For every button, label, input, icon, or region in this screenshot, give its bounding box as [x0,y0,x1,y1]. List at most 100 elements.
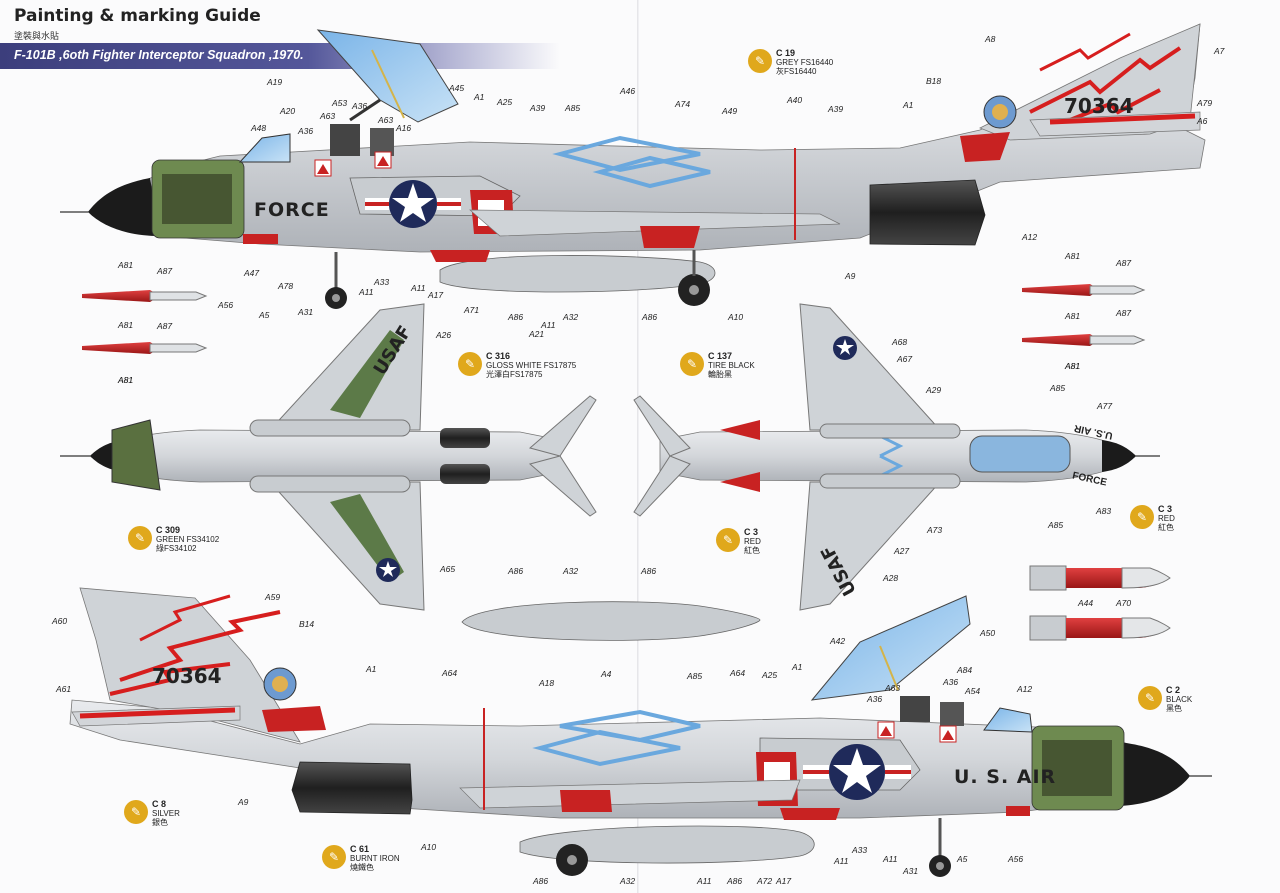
decal-callout-bottom: A54 [965,686,981,696]
paint-local-name: 紅色 [1158,523,1174,532]
paint-name: RED [1158,514,1175,523]
decal-callout-bottom: A61 [56,684,72,694]
paint-name: TIRE BLACK [708,361,755,370]
decal-callout-bottom: A60 [52,616,68,626]
missiles-left [82,290,208,354]
decal-callout-mid_right: A44 [1078,598,1094,608]
decal-callout-mid_right: A85 [1050,383,1066,393]
decal-callout-bottom: A42 [830,636,846,646]
decal-callout-bottom: A1 [366,664,377,674]
decal-callout-bottom: A12 [1017,684,1033,694]
decal-callout-top: A5 [259,310,270,320]
decal-callout-top: A45 [449,83,465,93]
paint-name: RED [744,537,761,546]
paint-brush-icon: ✎ [1138,686,1162,710]
decal-callout-bottom: A11 [883,854,898,864]
paint-code: C 3 [744,527,759,537]
decal-callout-top: A33 [374,277,390,287]
decal-callout-bottom: A86 [727,876,743,886]
paint-brush-icon: ✎ [124,800,148,824]
decal-callout-bottom: A36 [867,694,883,704]
decal-callout-mid_right: A85 [1048,520,1064,530]
paint-local-name: 紅色 [744,546,760,555]
decal-callout-bottom: A1 [792,662,803,672]
decal-callout-top: A47 [244,268,260,278]
decal-callout-bottom: A50 [980,628,996,638]
page-subtitle: 塗裝與水貼 [14,31,60,41]
decal-callout-top: A9 [845,271,856,281]
missiles-right [1022,284,1146,346]
decal-callout-top: A1 [903,100,914,110]
decal-callout-mid_right: A27 [894,546,910,556]
decal-callout-mid_left: A65 [440,564,456,574]
decal-callout-bottom: A11 [697,876,712,886]
decal-callout-top: A63 [320,111,336,121]
paint-local-name: 黑色 [1166,704,1182,713]
paint-local-name: 燒鐵色 [350,863,374,872]
decal-callout-mid_right: A73 [927,525,943,535]
decal-callout-tank: A86 [508,566,524,576]
plan-view-top [60,303,597,611]
paint-brush-icon: ✎ [1130,505,1154,529]
paint-local-name: 光澤白FS17875 [486,370,543,379]
decal-callout-bottom: B14 [299,619,315,629]
decal-callout-bottom: A18 [539,678,555,688]
banner-bar [0,43,560,69]
decal-callout-top: A11 [359,287,374,297]
decal-callout-mid_right: A77 [1097,401,1113,411]
decal-callout-tank: A32 [563,566,579,576]
paint-code: C 137 [708,351,733,361]
decal-callout-mid_left: A81 [118,260,134,270]
decal-callout-top: A1 [474,92,485,102]
decal-callout-top: A11 [541,320,556,330]
banner-text: F-101B ,6oth Fighter Interceptor Squadro… [14,48,304,62]
decal-callout-mid_right: A81 [1065,361,1081,371]
decal-callout-top: A8 [985,34,996,44]
paint-code: C 2 [1166,685,1181,695]
decal-callout-top: A10 [728,312,744,322]
decal-callout-top: A39 [530,103,546,113]
decal-callout-mid_right: A68 [892,337,908,347]
paint-code: C 61 [350,844,370,854]
decal-callout-top: A21 [529,329,545,339]
paint-name: SILVER [152,809,180,818]
decal-callout-top: A48 [251,123,267,133]
decal-callout-mid_left: A81 [118,320,134,330]
drop-tank [461,601,761,641]
paint-code: C 8 [152,799,167,809]
decal-callout-top: A85 [565,103,581,113]
page-title: Painting & marking Guide [14,6,261,26]
paint-brush-icon: ✎ [748,49,772,73]
decal-callout-bottom: A36 [943,677,959,687]
decal-callout-bottom: A33 [852,845,868,855]
decal-callout-bottom: A10 [421,842,437,852]
paint-brush-icon: ✎ [716,528,740,552]
decal-callout-top: A40 [787,95,803,105]
decal-callout-mid_right: A81 [1065,251,1081,261]
decal-callout-bottom: A59 [265,592,281,602]
decal-callout-bottom: A31 [903,866,919,876]
usair-marking: U. S. AIR [954,766,1057,788]
paint-brush-icon: ✎ [322,845,346,869]
decal-callout-bottom: A11 [834,856,849,866]
decal-callout-bottom: A64 [730,668,746,678]
decal-callout-mid_left: A87 [157,321,173,331]
paint-name: BURNT IRON [350,854,400,863]
serial-marking-bottom: 70364 [152,664,222,688]
decal-callout-mid_left: A81 [118,375,134,385]
decal-callout-mid_right: A70 [1116,598,1132,608]
paint-name: GLOSS WHITE FS17875 [486,361,577,370]
decal-callout-bottom: A32 [620,876,636,886]
decal-callout-top: A19 [267,77,283,87]
decal-callout-bottom: A86 [533,876,549,886]
paint-code: C 309 [156,525,181,535]
plan-view-bottom [633,303,1160,611]
decal-callout-bottom: A9 [238,797,249,807]
decal-callout-bottom: A17 [776,876,792,886]
